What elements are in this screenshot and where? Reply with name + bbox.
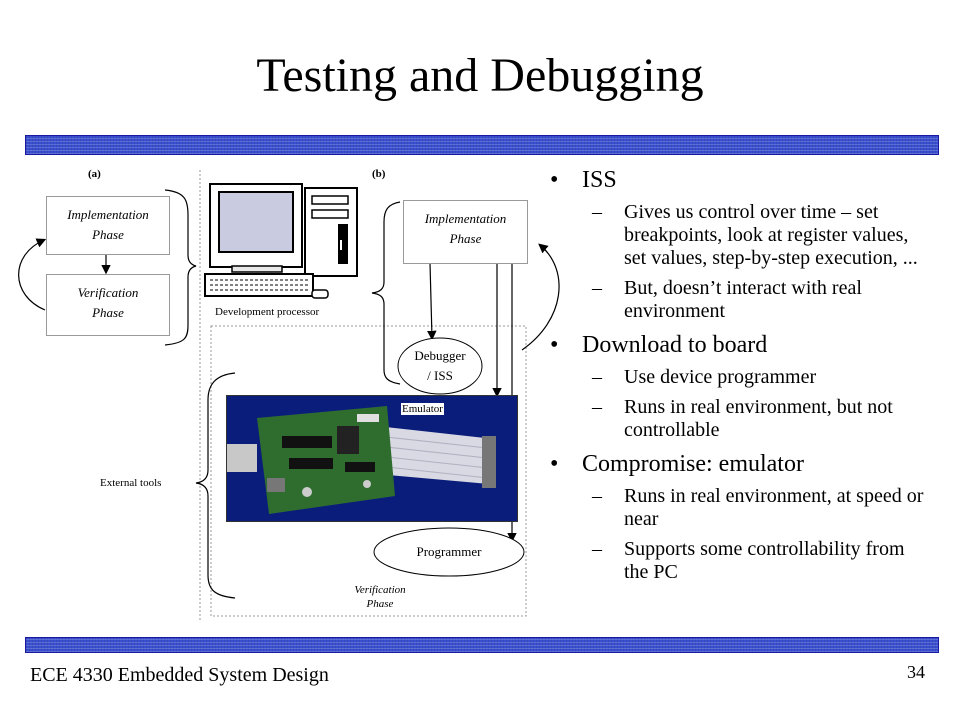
bracket-a <box>164 189 197 346</box>
sub-bullet-text: Gives us control over time – set breakpo… <box>624 201 918 269</box>
implementation-phase-a-line2: Phase <box>92 227 124 242</box>
bullet-iss: • ISS <box>550 165 925 195</box>
bullet-dot: • <box>550 451 559 477</box>
debugger-label-line1: Debugger <box>414 348 466 363</box>
bullet-dot: • <box>550 332 559 358</box>
sub-bullet-text: Runs in real environment, but not contro… <box>624 396 893 441</box>
emulator-label: Emulator <box>401 403 444 415</box>
dash-mark: – <box>592 538 602 560</box>
arrow-impl-to-debugger <box>427 262 437 341</box>
sub-bullet-text: Use device programmer <box>624 366 817 388</box>
course-footer: ECE 4330 Embedded System Design <box>30 664 329 686</box>
verification-phase-a: Verification Phase <box>46 274 170 336</box>
external-tools-label: External tools <box>100 477 162 489</box>
bottom-decorative-bar <box>25 637 939 653</box>
sub-bullet-text: But, doesn’t interact with real environm… <box>624 277 862 322</box>
implementation-phase-b-line1: Implementation <box>424 211 507 226</box>
dash-mark: – <box>592 277 602 299</box>
page-number: 34 <box>907 662 925 682</box>
bracket-external-tools <box>195 372 236 599</box>
label-a: (a) <box>88 168 101 180</box>
bullet-compromise: • Compromise: emulator <box>550 449 925 479</box>
sub-bullet: –Runs in real environment, at speed or n… <box>550 485 925 531</box>
sub-bullet-text: Supports some controllability from the P… <box>624 538 905 583</box>
dash-mark: – <box>592 396 602 418</box>
feedback-curve-a <box>18 238 47 311</box>
debugger-label: Debugger / ISS <box>398 346 482 386</box>
implementation-phase-b: Implementation Phase <box>403 200 528 264</box>
sub-bullet-text: Runs in real environment, at speed or ne… <box>624 485 924 530</box>
verification-phase-b: Verification Phase <box>340 583 420 611</box>
implementation-phase-a-line1: Implementation <box>67 207 149 222</box>
bullet-list: •ISS –Gives us control over time – set b… <box>550 165 925 591</box>
bullet-compromise-text: Compromise: emulator <box>582 451 804 477</box>
bullet-iss-text: ISS <box>582 167 617 193</box>
bullet-download: • Download to board <box>550 330 925 360</box>
debugger-ellipse <box>397 337 483 395</box>
bullet-download-text: Download to board <box>582 332 768 358</box>
verification-phase-a-line1: Verification <box>77 285 139 300</box>
sub-bullet: –Gives us control over time – set breakp… <box>550 201 925 270</box>
emulator-photo <box>226 395 518 522</box>
verification-phase-a-line2: Phase <box>92 305 124 320</box>
programmer-ellipse <box>373 527 525 577</box>
dash-mark: – <box>592 366 602 388</box>
sub-bullet: –Use device programmer <box>550 366 925 389</box>
sub-bullet: –But, doesn’t interact with real environ… <box>550 277 925 323</box>
implementation-phase-a: Implementation Phase <box>46 196 170 255</box>
implementation-phase-b-line2: Phase <box>449 231 482 246</box>
dash-mark: – <box>592 485 602 507</box>
bracket-b <box>371 201 401 385</box>
sub-bullet: –Supports some controllability from the … <box>550 538 925 584</box>
verification-phase-b-line1: Verification <box>354 584 406 596</box>
computer-illustration <box>204 183 358 299</box>
label-b: (b) <box>372 168 386 180</box>
slide-title: Testing and Debugging <box>256 49 704 102</box>
feedback-curve-b <box>521 243 560 351</box>
top-decorative-bar <box>25 135 939 155</box>
bullet-dot: • <box>550 167 559 193</box>
development-processor-label: Development processor <box>215 306 320 318</box>
sub-bullet: –Runs in real environment, but not contr… <box>550 396 925 442</box>
programmer-label: Programmer <box>416 544 482 559</box>
dash-mark: – <box>592 201 602 223</box>
verification-region <box>210 325 527 617</box>
verification-phase-b-line2: Phase <box>366 598 394 610</box>
debugger-label-line2: / ISS <box>427 368 453 383</box>
